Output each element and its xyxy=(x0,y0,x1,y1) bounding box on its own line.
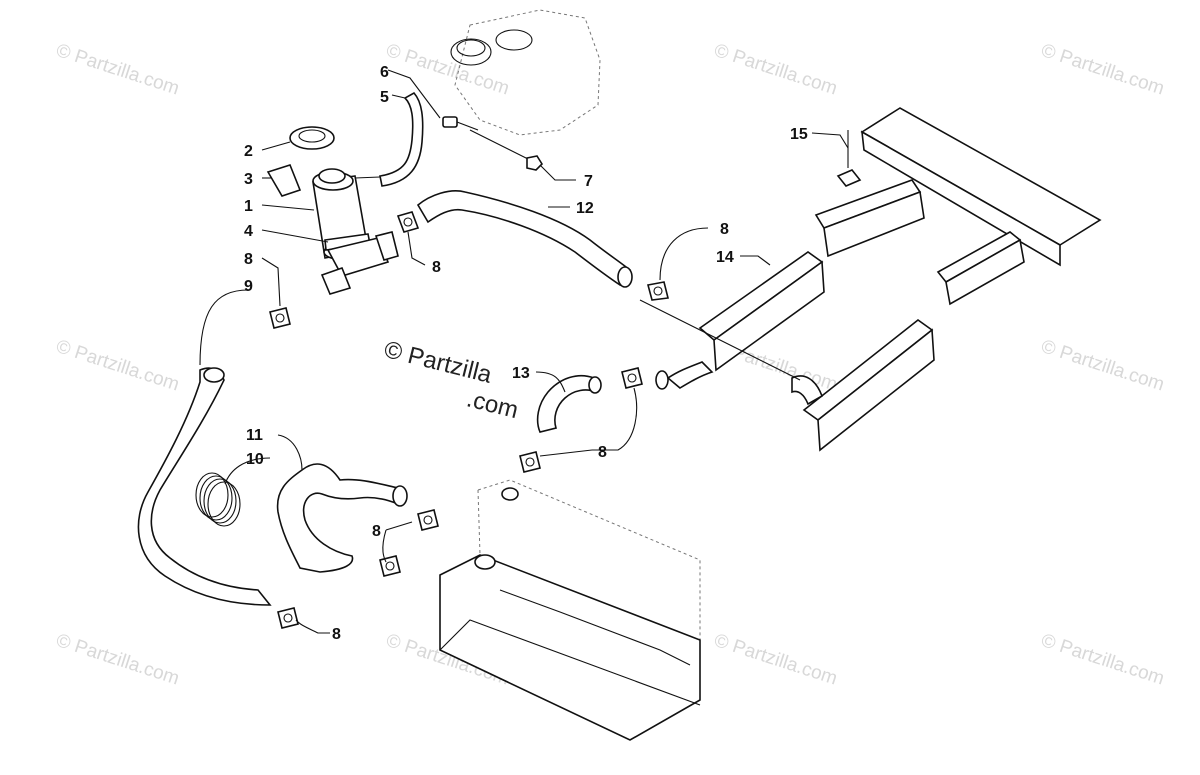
callout-8-lower: 8 xyxy=(372,523,381,540)
callout-1: 1 xyxy=(244,198,253,215)
callout-12: 12 xyxy=(576,200,594,217)
cap-gasket xyxy=(266,164,302,197)
callout-5: 5 xyxy=(380,89,389,106)
callout-11: 11 xyxy=(246,427,263,444)
hose-clamps xyxy=(269,211,669,629)
callout-13: 13 xyxy=(512,365,530,382)
grommet xyxy=(836,130,862,187)
callout-7: 7 xyxy=(584,173,593,190)
vent-hose xyxy=(379,91,424,187)
nut xyxy=(526,155,544,171)
callout-3: 3 xyxy=(244,171,253,188)
callout-8-reservoir: 8 xyxy=(244,251,253,268)
callout-6: 6 xyxy=(380,64,389,81)
callout-8-bottom: 8 xyxy=(332,626,341,643)
chassis-tunnel xyxy=(439,479,701,741)
callout-8-upper: 8 xyxy=(432,259,441,276)
fuel-tank xyxy=(450,9,601,166)
upper-hose xyxy=(416,190,633,288)
callout-9: 9 xyxy=(244,278,253,295)
bolt xyxy=(442,116,479,131)
coolant-reservoir xyxy=(312,168,399,295)
callout-15: 15 xyxy=(790,126,808,143)
callout-8-right: 8 xyxy=(720,221,729,238)
long-hose xyxy=(137,367,272,606)
callout-8-middle: 8 xyxy=(598,444,607,461)
clamp-rings xyxy=(195,472,241,527)
callout-2: 2 xyxy=(244,143,253,160)
short-hose xyxy=(536,374,602,433)
callout-4: 4 xyxy=(244,223,253,240)
upper-heat-exchanger xyxy=(814,107,1102,306)
reservoir-cap xyxy=(289,126,335,150)
callout-labels: 6 5 2 3 1 4 8 9 7 12 8 8 14 15 13 8 11 1… xyxy=(244,64,808,643)
callout-14: 14 xyxy=(716,249,734,266)
crossover-hose xyxy=(276,463,408,573)
leader-lines xyxy=(199,69,849,634)
heat-exchanger xyxy=(639,251,935,452)
callout-10: 10 xyxy=(246,451,264,468)
